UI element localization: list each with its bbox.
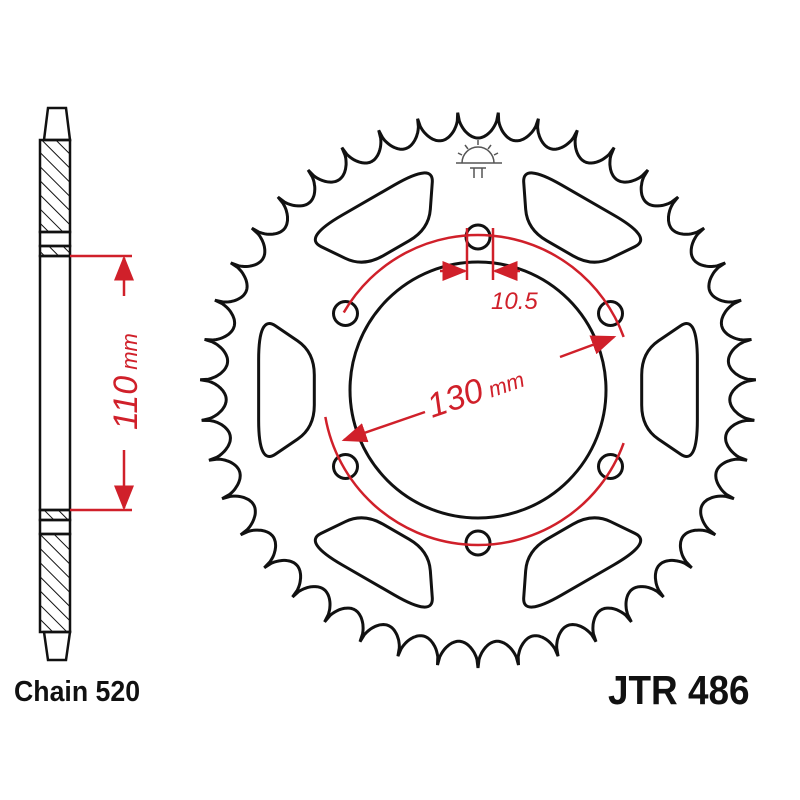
lightening-window [522,516,642,609]
center-bore [348,260,608,520]
lightening-window [314,171,434,264]
brand-logo [456,140,502,178]
lightening-window [257,322,316,458]
bolt-hole [464,223,492,251]
profile-bottom-tip [42,630,72,662]
sprocket-teeth-outline [199,112,757,669]
hub-width-label: 110mm [107,333,145,430]
side-profile [38,106,72,662]
lightening-window [522,171,642,264]
lightening-window [314,516,434,609]
profile-top-tip [42,106,72,142]
profile-top-hatch [38,138,72,234]
chain-size-label: Chain 520 [14,676,141,708]
lightening-window [640,322,699,458]
bolt-hole-label: 10.5 [491,288,538,315]
sprocket-face [199,112,757,669]
model-number-label: JTR 486 [608,667,750,713]
profile-hub [38,254,72,512]
bolt-circle-dimension [324,233,625,547]
profile-bottom-hatch [38,532,72,634]
bolt-circle-label: 130mm [422,357,528,425]
bolt-hole [597,453,625,480]
bolt-hole [331,453,359,480]
bolt-hole-dimension [440,228,520,281]
bolt-hole [597,300,625,327]
bolt-hole [331,300,359,327]
hub-width-dimension [70,254,134,512]
bolt-hole [464,529,492,557]
